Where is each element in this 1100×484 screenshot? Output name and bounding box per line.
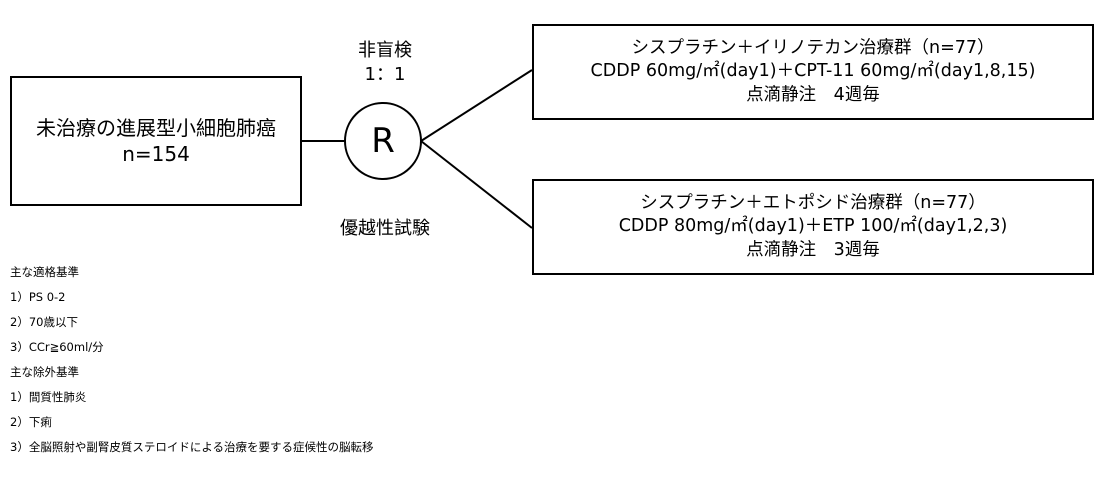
randomization-symbol: R	[371, 121, 395, 161]
inclusion-criterion: 1）PS 0-2	[10, 290, 66, 304]
arm-regimen: CDDP 80mg/㎡(day1)＋ETP 100/㎡(day1,2,3)	[618, 216, 1008, 237]
randomization-to-arm1-line	[420, 69, 533, 142]
arm-name: シスプラチン＋イリノテカン治療群（n=77）	[631, 37, 995, 58]
arm-box-etoposide: シスプラチン＋エトポシド治療群（n=77） CDDP 80mg/㎡(day1)＋…	[532, 179, 1094, 275]
inclusion-criteria-heading: 主な適格基準	[10, 265, 79, 279]
population-title: 未治療の進展型小細胞肺癌	[36, 116, 276, 140]
trial-design-label: 優越性試験	[340, 218, 430, 239]
exclusion-criterion: 2）下痢	[10, 415, 52, 429]
arm-box-irinotecan: シスプラチン＋イリノテカン治療群（n=77） CDDP 60mg/㎡(day1)…	[532, 24, 1094, 120]
population-box: 未治療の進展型小細胞肺癌 n=154	[10, 76, 302, 206]
exclusion-criteria-heading: 主な除外基準	[10, 365, 79, 379]
arm-schedule: 点滴静注 4週毎	[746, 84, 880, 105]
blinding-label: 非盲検	[358, 40, 412, 61]
arm-name: シスプラチン＋エトポシド治療群（n=77）	[640, 192, 986, 213]
exclusion-criterion: 1）間質性肺炎	[10, 390, 87, 404]
exclusion-criterion: 3）全脳照射や副腎皮質ステロイドによる治療を要する症候性の脳転移	[10, 440, 374, 454]
inclusion-criterion: 3）CCr≧60ml/分	[10, 340, 104, 354]
arm-schedule: 点滴静注 3週毎	[746, 239, 880, 260]
inclusion-criterion: 2）70歳以下	[10, 315, 78, 329]
randomization-to-arm2-line	[420, 140, 533, 229]
allocation-ratio-label: 1：1	[364, 64, 406, 85]
population-n: n=154	[122, 142, 190, 166]
arm-regimen: CDDP 60mg/㎡(day1)＋CPT-11 60mg/㎡(day1,8,1…	[590, 61, 1036, 82]
